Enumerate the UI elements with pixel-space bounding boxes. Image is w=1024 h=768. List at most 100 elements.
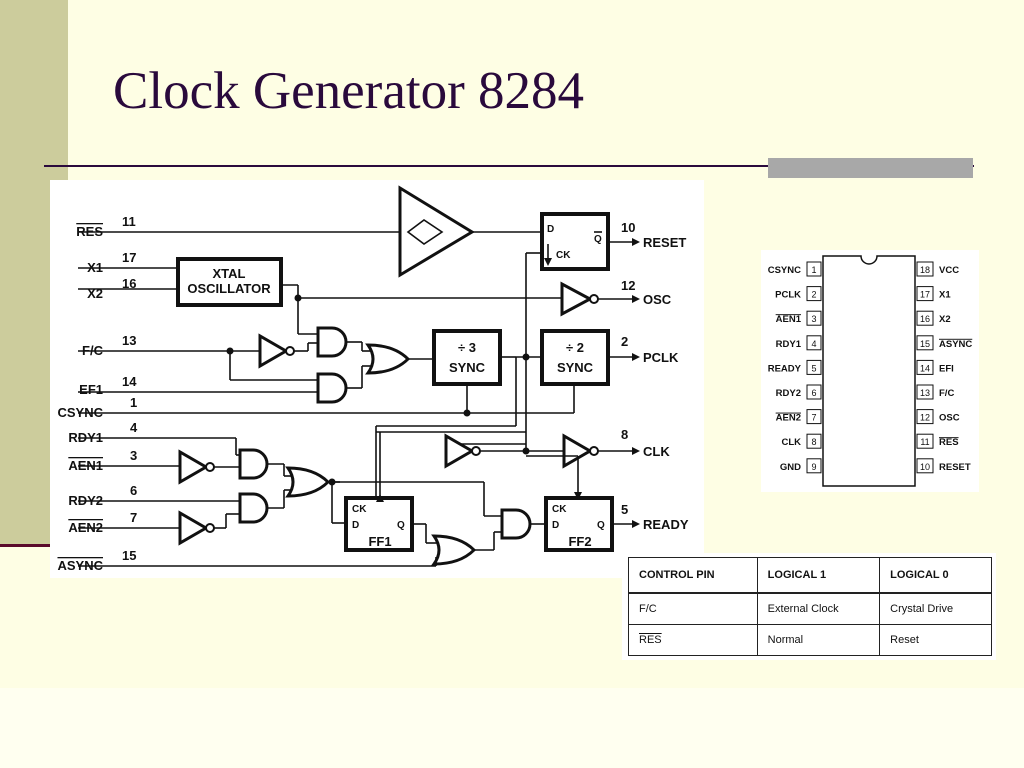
pin-box — [806, 409, 822, 425]
pin-box — [916, 458, 934, 474]
output-osc-pin: 12 — [621, 278, 635, 293]
res-overline-label: RES — [639, 634, 662, 646]
ff1-label: FF1 — [368, 534, 391, 549]
pin-label: X1 — [939, 290, 951, 301]
div3-label-1: ÷ 3 — [458, 340, 476, 355]
pin-number: 12 — [920, 413, 930, 423]
reset-ff-ck-label: CK — [556, 250, 571, 261]
fc-inverter — [258, 333, 290, 369]
input-rdy2-pin: 6 — [130, 483, 137, 498]
pin-box — [916, 384, 934, 400]
table-row: F/C External Clock Crystal Drive — [628, 592, 992, 625]
input-x1-pin: 17 — [122, 250, 136, 265]
control-table: CONTROL PIN LOGICAL 1 LOGICAL 0 F/C Exte… — [628, 557, 992, 656]
ff2-ck-label: CK — [552, 504, 567, 515]
pin-box — [916, 409, 934, 425]
pin-number: 2 — [811, 290, 816, 300]
ff1-ck-label: CK — [352, 504, 367, 515]
input-async-label: ASYNC — [57, 558, 103, 573]
pin-number: 18 — [920, 265, 930, 275]
input-csync-label: CSYNC — [57, 405, 103, 420]
input-x1-label: X1 — [87, 260, 103, 275]
input-efi-pin: 14 — [122, 374, 137, 389]
pin-number: 8 — [811, 437, 816, 447]
ff2-d-label: D — [552, 520, 559, 531]
header-logical-0: LOGICAL 0 — [879, 557, 992, 594]
pin-label: RESET — [939, 462, 971, 473]
pin-label: RDY2 — [776, 388, 801, 399]
pin-label: GND — [780, 462, 801, 473]
pin-number: 15 — [920, 339, 930, 349]
pin-box — [806, 458, 822, 474]
input-x2-label: X2 — [87, 286, 103, 301]
table-cell: Normal — [756, 624, 881, 656]
chip-body — [822, 255, 916, 487]
aen2-inverter — [178, 510, 210, 546]
pin-number: 5 — [811, 363, 816, 373]
pin-label: PCLK — [775, 290, 801, 301]
pin-number: 4 — [811, 339, 816, 349]
ready-flipflop-1 — [344, 496, 414, 552]
output-osc-label: OSC — [643, 292, 672, 307]
and-gate-rdy1 — [238, 448, 269, 480]
pin-label: EFI — [939, 363, 954, 374]
title-rule — [44, 165, 974, 167]
pin-box — [806, 261, 822, 277]
pin-number: 17 — [920, 290, 930, 300]
clk-buffer — [562, 433, 594, 469]
pin-number: 6 — [811, 388, 816, 398]
input-rdy2-label: RDY2 — [68, 493, 103, 508]
pin-label: ASYNC — [939, 339, 972, 350]
output-pclk-label: PCLK — [643, 350, 679, 365]
input-csync-pin: 1 — [130, 395, 137, 410]
xtal-label-2: OSCILLATOR — [187, 281, 271, 296]
input-res-pin: 11 — [122, 214, 136, 229]
output-reset-pin: 10 — [621, 220, 635, 235]
table-cell: Reset — [879, 624, 992, 656]
and-gate-osc — [316, 326, 348, 358]
xtal-oscillator-block — [176, 257, 283, 307]
output-pclk-pin: 2 — [621, 334, 628, 349]
pin-number: 1 — [811, 265, 816, 275]
input-async-pin: 15 — [122, 548, 136, 563]
input-res-label: RES — [76, 224, 103, 239]
aen1-inverter — [178, 449, 210, 485]
header-logical-1: LOGICAL 1 — [756, 557, 881, 594]
title-rule-accent — [768, 158, 973, 178]
table-row: RES Normal Reset — [628, 624, 992, 656]
logic-diagram: D CK Q XTAL OSCILLATOR ÷ 3 SYNC — [50, 180, 704, 578]
control-pin-table: CONTROL PIN LOGICAL 1 LOGICAL 0 F/C Exte… — [622, 553, 996, 660]
and-gate-efi — [316, 372, 348, 404]
pin-box — [916, 286, 934, 302]
or-gate-ready — [285, 466, 331, 498]
left-accent-tick — [0, 544, 52, 547]
pin-label: RES — [939, 437, 959, 448]
pin-number: 3 — [811, 314, 816, 324]
output-clk-label: CLK — [643, 444, 670, 459]
div3-label-2: SYNC — [449, 360, 486, 375]
input-fc-pin: 13 — [122, 333, 136, 348]
pin-box — [806, 310, 822, 326]
input-rdy1-label: RDY1 — [68, 430, 103, 445]
ff2-label: FF2 — [568, 534, 591, 549]
pin-box — [916, 310, 934, 326]
osc-buffer — [560, 281, 594, 317]
bottom-band — [0, 688, 1024, 768]
pin-box — [916, 335, 934, 351]
input-aen1-pin: 3 — [130, 448, 137, 463]
pin-label: VCC — [939, 265, 959, 276]
pin-label: F/C — [939, 388, 954, 399]
ff1-q-label: Q — [397, 520, 405, 531]
table-cell: External Clock — [756, 592, 881, 625]
input-aen1-label: AEN1 — [68, 458, 103, 473]
pin-number: 10 — [920, 462, 930, 472]
pin-number: 13 — [920, 388, 930, 398]
pin-label: CSYNC — [768, 265, 801, 276]
pin-label: OSC — [939, 413, 960, 424]
and-gate-rdy2 — [238, 492, 269, 524]
ff2-q-label: Q — [597, 520, 605, 531]
pin-number: 16 — [920, 314, 930, 324]
and-gate-ff2 — [500, 508, 532, 540]
xtal-label-1: XTAL — [213, 266, 246, 281]
